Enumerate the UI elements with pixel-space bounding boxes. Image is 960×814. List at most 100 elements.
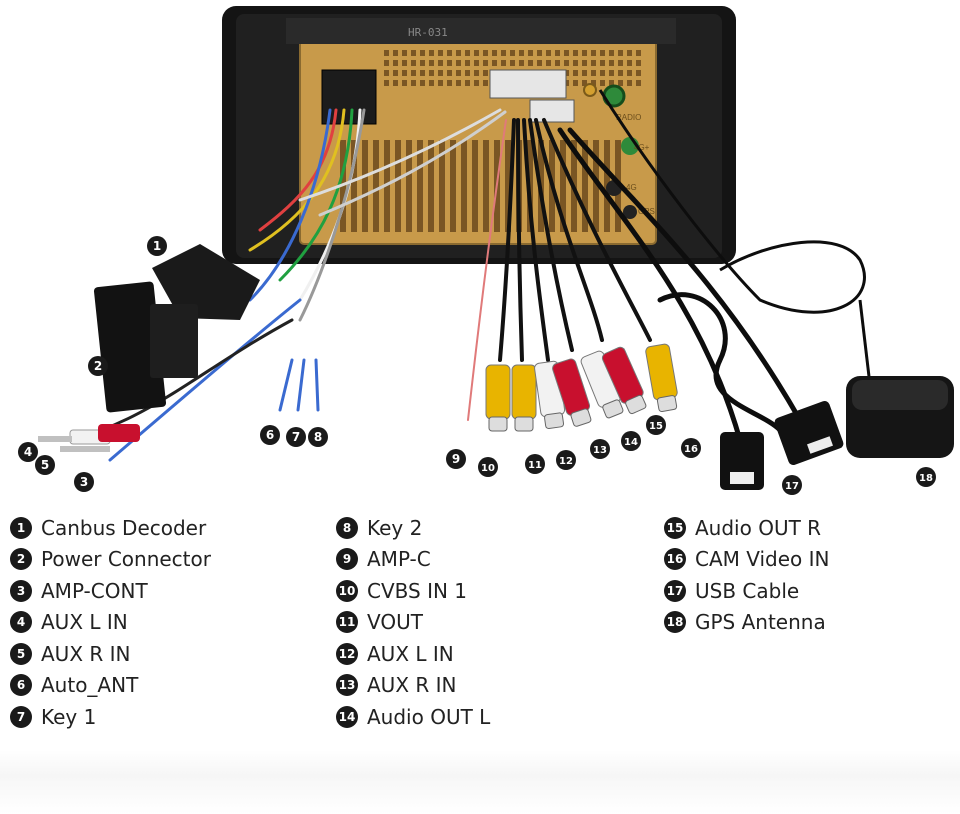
vent-slot <box>402 60 407 66</box>
legend-label: CVBS IN 1 <box>367 578 468 603</box>
vent-slot <box>456 80 461 86</box>
vent-slot <box>546 50 551 56</box>
wiring-diagram: HR-031 RADIO 4G+ 4G GPS <box>18 6 954 495</box>
vent-slot <box>627 70 632 76</box>
vent-slot <box>519 50 524 56</box>
legend-label: VOUT <box>367 610 423 635</box>
legend-number-badge: 10 <box>336 579 358 602</box>
vent-slot <box>582 80 587 86</box>
vent-slot <box>636 60 641 66</box>
vent-slot <box>465 60 470 66</box>
vent-slot <box>474 80 479 86</box>
vent-slot <box>474 50 479 56</box>
legend-number-badge: 18 <box>664 611 686 634</box>
vent-slot <box>474 70 479 76</box>
vent-slot <box>546 60 551 66</box>
legend-number-badge: 15 <box>664 516 686 539</box>
vent-slot <box>627 80 632 86</box>
legend-number-badge: 1 <box>10 516 32 539</box>
marker-number: 10 <box>481 463 495 474</box>
vent-slot <box>528 60 533 66</box>
vent-slot <box>582 50 587 56</box>
vent-slot <box>501 50 506 56</box>
legend-label: Auto_ANT <box>41 673 139 698</box>
vent-slot <box>510 50 515 56</box>
vent-slot <box>528 50 533 56</box>
model-text: HR-031 <box>408 26 448 39</box>
vent-slot <box>573 50 578 56</box>
marker-2: 2 <box>88 356 108 376</box>
port-label-4g-plus: 4G+ <box>634 143 650 152</box>
vent-slot <box>438 70 443 76</box>
marker-number: 17 <box>785 481 799 492</box>
legend-label: AUX L IN <box>367 641 454 666</box>
legend-number-badge: 13 <box>336 674 358 697</box>
vent-fin <box>417 140 423 232</box>
rca-plug <box>645 343 678 413</box>
legend-number-badge: 2 <box>10 548 32 571</box>
vent-slot <box>492 50 497 56</box>
vent-fin <box>450 140 456 232</box>
marker-5: 5 <box>35 455 55 475</box>
vent-slot <box>636 80 641 86</box>
power-connector <box>93 281 198 413</box>
vent-slot <box>591 80 596 86</box>
vent-slot <box>465 80 470 86</box>
vent-slot <box>627 60 632 66</box>
marker-number: 5 <box>41 458 49 472</box>
marker-13: 13 <box>590 439 610 459</box>
vent-slot <box>429 60 434 66</box>
vent-slot <box>402 80 407 86</box>
marker-number: 16 <box>684 444 698 455</box>
marker-number: 6 <box>266 428 274 442</box>
vent-slot <box>420 50 425 56</box>
usb-cables <box>557 127 803 443</box>
vent-slot <box>483 60 488 66</box>
marker-number: 2 <box>94 359 102 373</box>
vent-slot <box>591 50 596 56</box>
vent-fin <box>582 140 588 232</box>
legend-label: AMP-C <box>367 547 431 572</box>
vent-slot <box>555 60 560 66</box>
legend-number-badge: 5 <box>10 642 32 665</box>
marker-number: 1 <box>153 239 161 253</box>
marker-10: 10 <box>478 457 498 477</box>
vent-slot <box>483 80 488 86</box>
gps-antenna <box>598 89 954 458</box>
vent-slot <box>564 60 569 66</box>
vent-slot <box>438 80 443 86</box>
marker-11: 11 <box>525 454 545 474</box>
marker-18: 18 <box>916 467 936 487</box>
vent-slot <box>438 50 443 56</box>
marker-number: 13 <box>593 445 607 456</box>
vent-slot <box>384 60 389 66</box>
vent-slot <box>537 60 542 66</box>
usb-connectors <box>720 400 844 490</box>
marker-12: 12 <box>556 450 576 470</box>
vent-slot <box>492 60 497 66</box>
legend-label: CAM Video IN <box>695 547 830 572</box>
vent-fin <box>406 140 412 232</box>
vent-fin <box>351 140 357 232</box>
marker-6: 6 <box>260 425 280 445</box>
vent-fin <box>395 140 401 232</box>
vent-slot <box>456 60 461 66</box>
vent-slot <box>411 50 416 56</box>
legend-number-badge: 3 <box>10 579 32 602</box>
legend-label: AUX L IN <box>41 610 128 635</box>
vent-slot <box>627 50 632 56</box>
marker-14: 14 <box>621 431 641 451</box>
vent-slot <box>600 80 605 86</box>
vent-slot <box>384 80 389 86</box>
vent-slot <box>636 70 641 76</box>
legend-number-badge: 16 <box>664 548 686 571</box>
marker-3: 3 <box>74 472 94 492</box>
legend-label: Key 1 <box>41 704 97 729</box>
vent-slot <box>402 70 407 76</box>
vent-slot <box>618 60 623 66</box>
